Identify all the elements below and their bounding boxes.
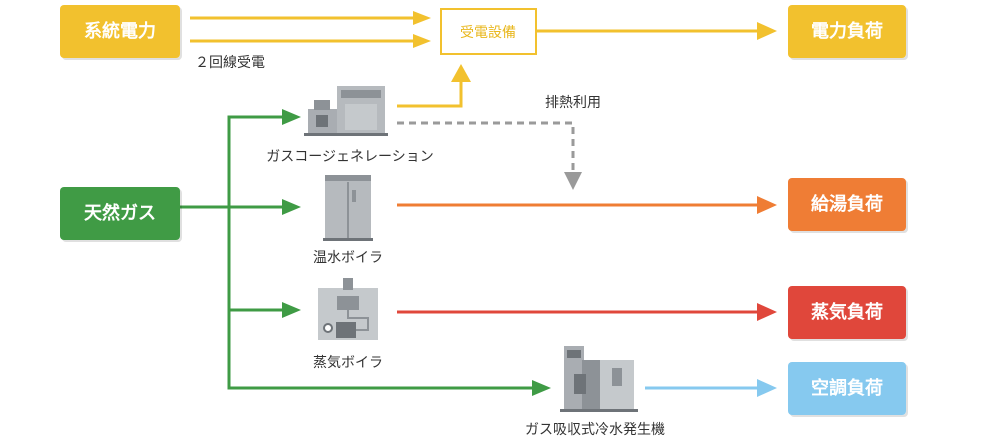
svg-text:給湯負荷: 給湯負荷 [811,193,883,215]
hot-water-arrowhead [757,196,777,214]
exhaust-heat-line [397,121,575,172]
svg-text:空調負荷: 空調負荷 [811,377,883,399]
svg-text:電力負荷: 電力負荷 [811,20,883,42]
load-cooling: 空調負荷 [788,362,906,415]
steam-boiler-icon [318,278,378,340]
load-steam: 蒸気負荷 [788,286,906,339]
exhaust-heat-label: 排熱利用 [545,95,601,111]
exhaust-heat-arrowhead [564,172,582,190]
source-grid-power: 系統電力 [60,5,180,58]
steam-arrowhead [757,303,777,321]
receiving-equipment: 受電設備 [440,8,537,55]
steam-boiler-label: 蒸気ボイラ [313,355,383,371]
gas-lines [180,115,535,390]
svg-text:受電設備: 受電設備 [460,25,516,41]
load-power: 電力負荷 [788,5,906,58]
gas-arrowheads [282,109,551,396]
cooling-arrowhead [757,379,777,397]
cogeneration-label: ガスコージェネレーション [266,149,433,165]
load-hot-water: 給湯負荷 [788,178,906,231]
svg-text:蒸気負荷: 蒸気負荷 [811,301,883,323]
hot-water-boiler-icon [323,175,373,241]
absorption-chiller-label: ガス吸収式冷水発生機 [525,422,665,438]
grid-power-lines [190,16,760,108]
grid-power-arrowheads [413,11,777,82]
svg-text:天然ガス: 天然ガス [84,202,156,224]
cogeneration-machine-icon [304,86,388,136]
absorption-chiller-icon [560,346,638,412]
hot-water-boiler-label: 温水ボイラ [313,250,383,266]
svg-text:系統電力: 系統電力 [84,20,156,42]
two-line-receiving-note: ２回線受電 [195,55,265,71]
source-natural-gas: 天然ガス [60,187,180,240]
